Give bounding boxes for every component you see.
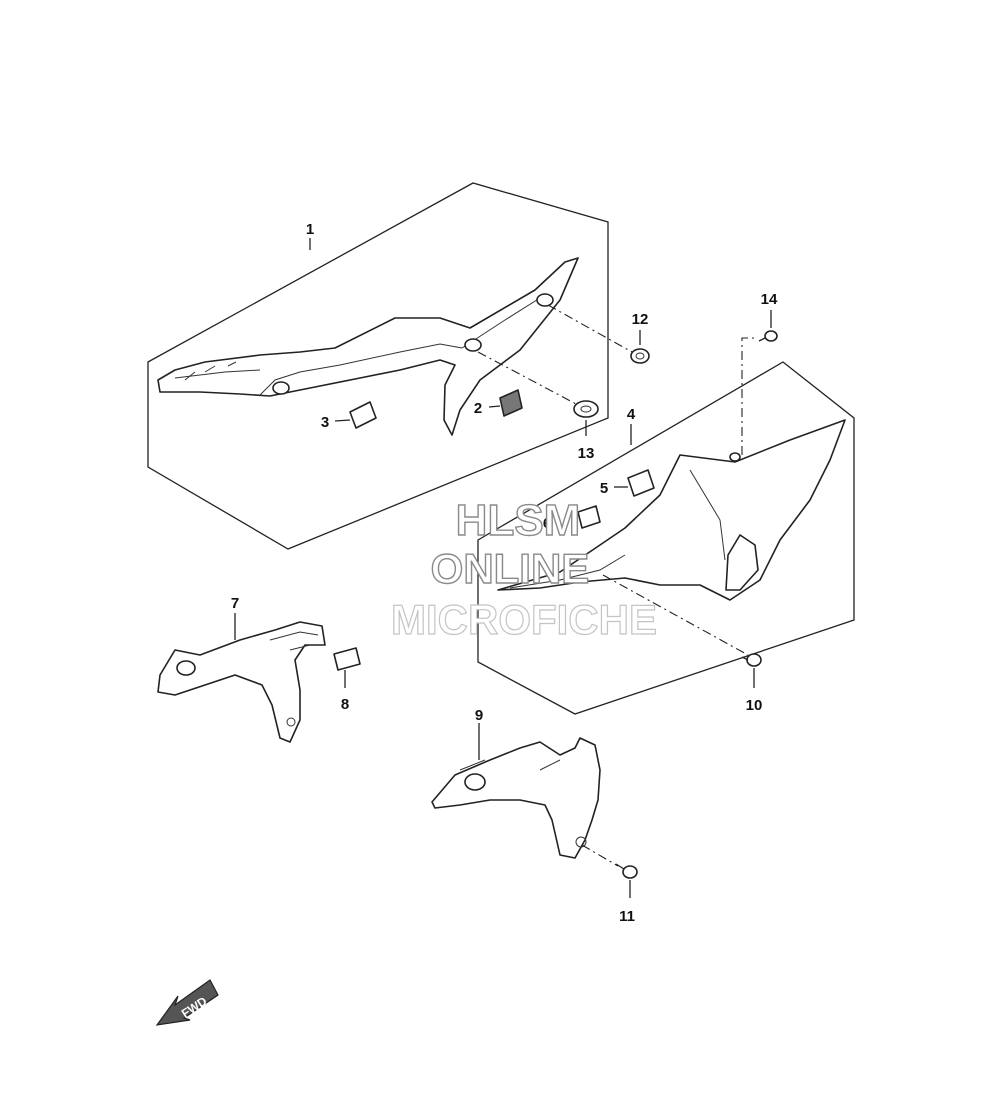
- callout-10: 10: [746, 697, 763, 714]
- part-13-damper[interactable]: [573, 400, 599, 418]
- leader-lines: [234, 238, 772, 898]
- watermark-line-3: MICROFICHE: [391, 596, 657, 643]
- callout-3: 3: [321, 414, 329, 431]
- callout-12: 12: [632, 311, 649, 328]
- assembly-4-box: [477, 361, 855, 715]
- callout-4: 4: [627, 406, 636, 423]
- callout-5: 5: [600, 480, 608, 497]
- callout-2: 2: [474, 400, 482, 417]
- part-2-pad[interactable]: [499, 389, 523, 417]
- part-11-bolt[interactable]: [615, 863, 638, 879]
- callout-1: 1: [306, 221, 314, 238]
- part-6-pad[interactable]: [577, 505, 601, 529]
- part-3-pad[interactable]: [349, 401, 377, 429]
- part-1-side-cover[interactable]: [157, 257, 579, 436]
- watermark-line-2: ONLINE: [431, 545, 590, 592]
- watermark-line-1: HLSM: [456, 496, 581, 545]
- part-12-grommet[interactable]: [630, 348, 650, 364]
- part-10-screw[interactable]: [741, 653, 762, 667]
- forward-arrow-icon: FWD: [155, 979, 219, 1026]
- assembly-1-box: [147, 182, 609, 550]
- callout-11: 11: [619, 908, 635, 925]
- part-14-screw[interactable]: [758, 330, 778, 342]
- callout-8: 8: [341, 696, 349, 713]
- callout-9: 9: [475, 707, 483, 724]
- part-5-pad[interactable]: [627, 469, 655, 497]
- callout-14: 14: [761, 291, 778, 308]
- callout-13: 13: [578, 445, 595, 462]
- callout-7: 7: [231, 595, 239, 612]
- part-4-side-cover[interactable]: [497, 419, 846, 601]
- assembly-lines: [477, 304, 758, 867]
- part-8-pad[interactable]: [333, 647, 361, 671]
- part-7-inner-cover[interactable]: [157, 621, 326, 743]
- callout-6: 6: [543, 515, 551, 532]
- part-9-lower-cover[interactable]: [431, 737, 601, 859]
- watermark: HLSM ONLINE MICROFICHE: [390, 495, 657, 643]
